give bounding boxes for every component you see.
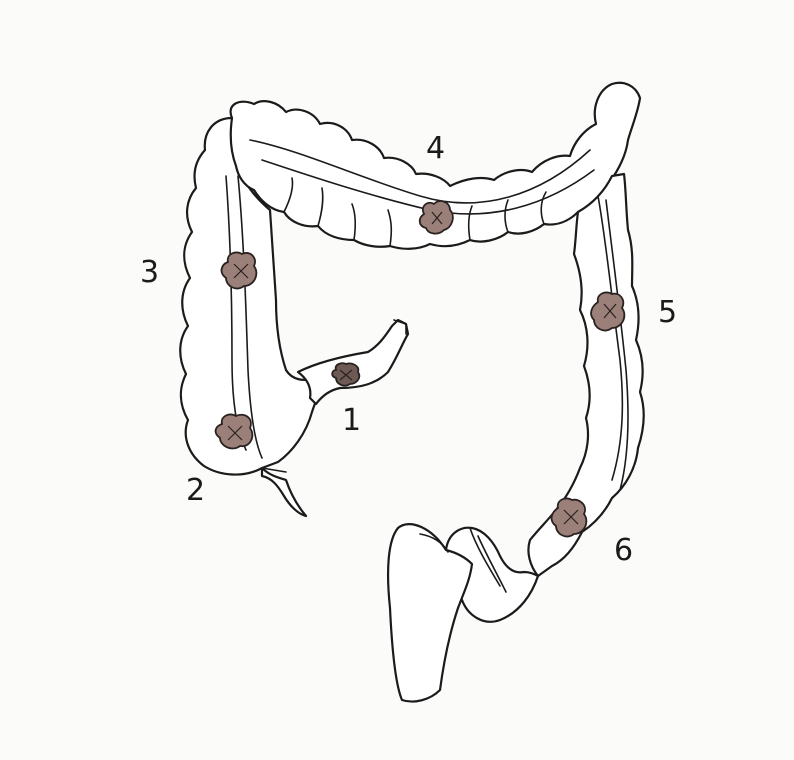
label-4: 4: [426, 131, 445, 166]
lesion-sigmoid: [552, 498, 587, 536]
label-2: 2: [186, 473, 205, 508]
label-3: 3: [140, 255, 159, 290]
appendix: [262, 468, 306, 516]
label-6: 6: [614, 533, 633, 568]
lesion-ileum: [332, 363, 359, 385]
label-1: 1: [342, 403, 361, 438]
label-5: 5: [658, 295, 677, 330]
terminal-ileum: [298, 320, 408, 404]
